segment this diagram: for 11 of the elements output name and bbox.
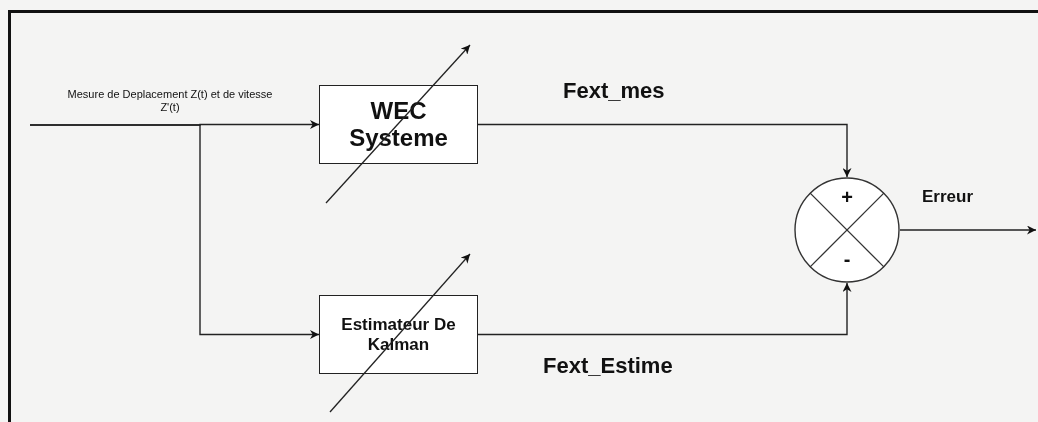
- edge-label: Erreur: [922, 187, 974, 208]
- plus-sign: +: [840, 187, 854, 207]
- connector-arrow: [899, 225, 1037, 235]
- minus-sign: -: [842, 249, 852, 269]
- connector-arrow: [29, 124, 320, 339]
- process-block: [319, 295, 478, 374]
- edge-label: Fext_mes: [563, 78, 665, 105]
- connector-arrow: [477, 282, 852, 336]
- edge-label: Fext_Estime: [543, 353, 673, 380]
- edge-label: Mesure de Deplacement Z(t) et de vitesse Z'(t): [66, 88, 274, 115]
- connector-arrow: [477, 123, 852, 178]
